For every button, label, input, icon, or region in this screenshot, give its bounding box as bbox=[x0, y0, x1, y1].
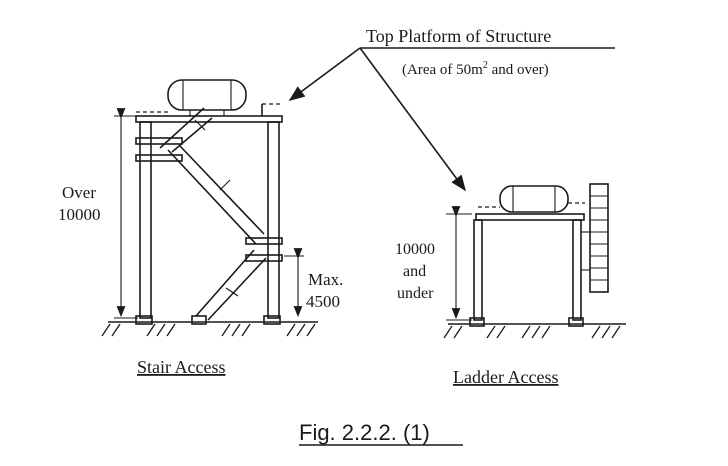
ladder-left-column bbox=[473, 219, 483, 321]
stair-right-column bbox=[267, 121, 280, 319]
stair-access-caption: Stair Access bbox=[137, 357, 225, 377]
stair-height-label-line1: Over bbox=[62, 183, 96, 202]
figure-caption: Fig. 2.2.2. (1) bbox=[299, 420, 430, 445]
ladder-top-deck bbox=[475, 213, 585, 221]
ladder-height-label-line3: under bbox=[397, 285, 434, 302]
stair-top-deck bbox=[135, 115, 283, 123]
stair-flights bbox=[159, 107, 267, 321]
stair-max-label-line1: Max. bbox=[308, 270, 343, 289]
ladder-height-label-line1: 10000 bbox=[395, 241, 435, 258]
stair-max-label-line2: 4500 bbox=[306, 292, 340, 311]
area-note: (Area of 50m2 and over) bbox=[402, 60, 549, 78]
stair-ground-hatch bbox=[101, 323, 316, 337]
stair-tank bbox=[167, 79, 247, 116]
leader-arrow-stair bbox=[288, 47, 361, 101]
ladder-height-dimension bbox=[446, 206, 472, 321]
ladder-structure bbox=[443, 183, 626, 339]
ladder-tank bbox=[499, 185, 569, 213]
ladder-right-column bbox=[572, 219, 582, 321]
stair-max-dimension bbox=[284, 248, 304, 318]
stair-height-dimension bbox=[114, 108, 138, 319]
stair-height-label-line2: 10000 bbox=[58, 205, 101, 224]
stair-left-column bbox=[139, 121, 152, 319]
side-ladder bbox=[581, 183, 609, 293]
ladder-ground-hatch bbox=[443, 325, 621, 339]
top-platform-label: Top Platform of Structure bbox=[366, 26, 551, 46]
leader-arrow-ladder bbox=[359, 47, 466, 192]
stair-structure bbox=[101, 79, 318, 337]
ladder-access-caption: Ladder Access bbox=[453, 367, 558, 387]
ladder-height-label-line2: and bbox=[403, 263, 426, 280]
